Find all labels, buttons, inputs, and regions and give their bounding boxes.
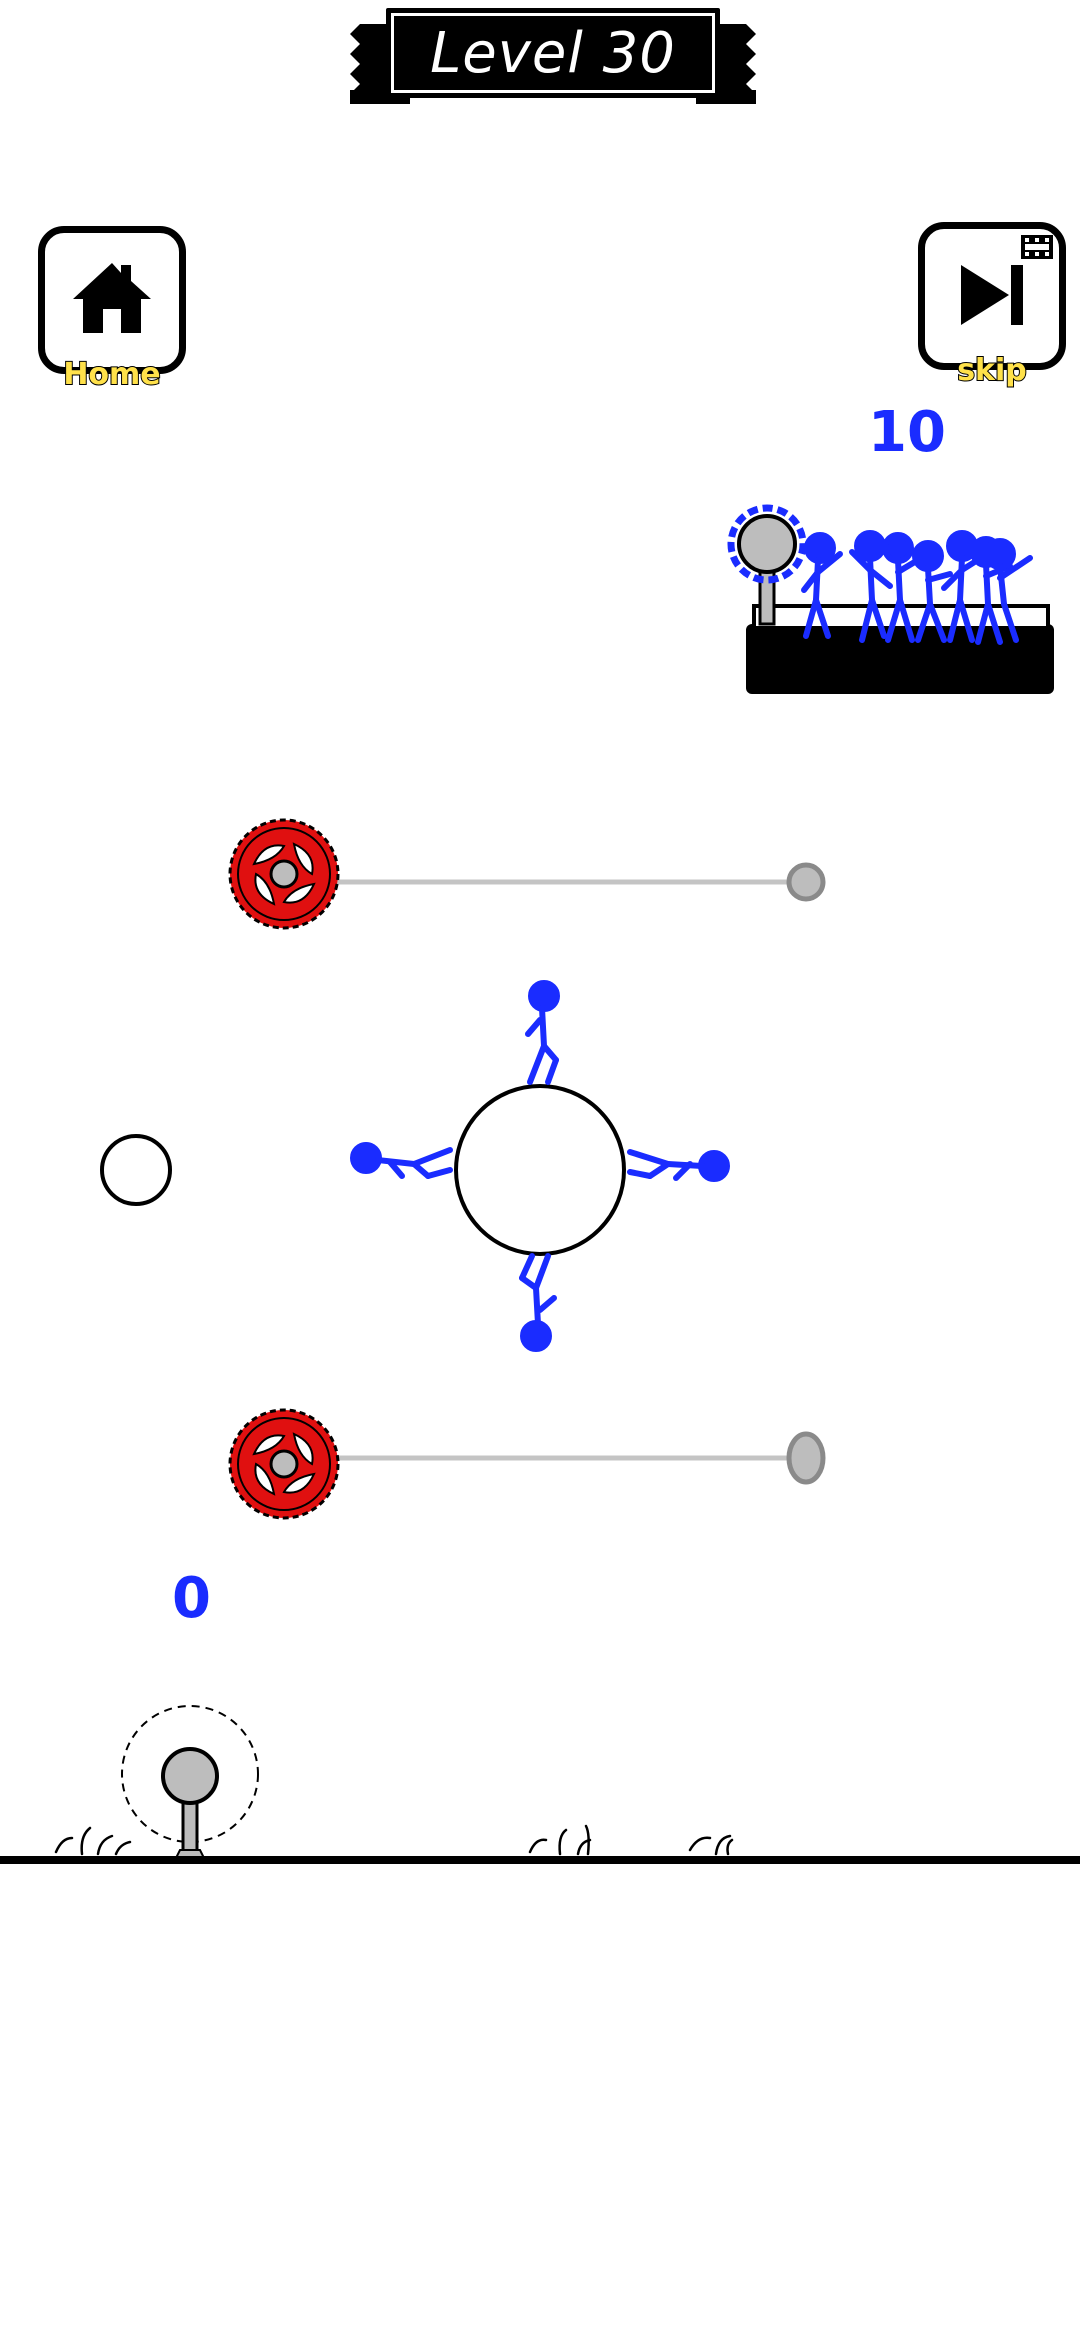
grass-tufts (54, 1824, 734, 1856)
banner-plate: Level 30 (386, 8, 720, 98)
skip-button[interactable]: skip (918, 222, 1066, 389)
skip-label: skip (956, 352, 1028, 389)
home-button[interactable]: Home (38, 226, 186, 393)
lower-saw-track (284, 1431, 826, 1485)
home-button-frame (38, 226, 186, 374)
wheel-stickmen (350, 980, 730, 1352)
lower-saw-blade[interactable] (228, 1408, 340, 1520)
film-icon (1021, 235, 1053, 259)
start-pin[interactable] (727, 504, 807, 626)
target-pin[interactable] (121, 1705, 259, 1859)
ground-line (0, 1856, 1080, 1864)
skip-forward-icon (961, 265, 1023, 325)
home-label: Home (62, 356, 161, 393)
anchor-ring[interactable] (100, 1134, 172, 1206)
crowd-counter: 10 (868, 400, 946, 465)
stickman-crowd (801, 530, 1033, 645)
level-title: Level 30 (430, 20, 676, 86)
rotating-wheel[interactable] (454, 1084, 626, 1256)
upper-saw-blade[interactable] (228, 818, 340, 930)
level-banner: Level 30 (350, 4, 756, 108)
upper-saw-track (284, 862, 826, 902)
target-counter: 0 (172, 1566, 211, 1631)
house-icon (73, 263, 151, 333)
